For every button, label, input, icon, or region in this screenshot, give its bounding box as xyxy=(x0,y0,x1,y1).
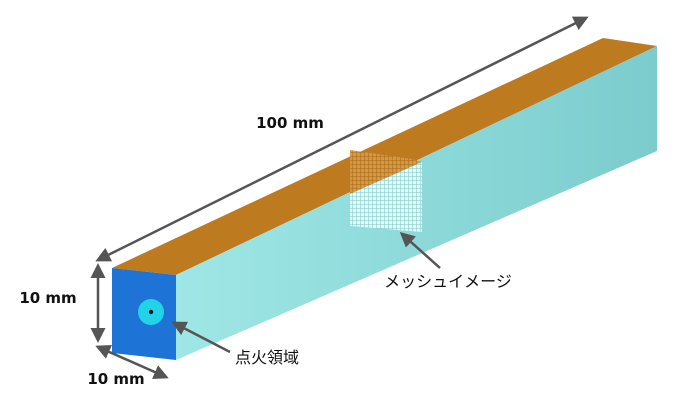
height-label: 10 mm xyxy=(19,289,76,307)
ignition-region-label: 点火領域 xyxy=(235,348,299,367)
ignition-region-center xyxy=(148,309,154,315)
length-label: 100 mm xyxy=(256,114,324,132)
mesh-image-label: メッシュイメージ xyxy=(384,272,512,291)
width-label: 10 mm xyxy=(87,370,144,388)
length-dimension-arrow xyxy=(95,16,589,262)
width-dimension-arrow xyxy=(95,344,169,380)
ignition-callout-arrow xyxy=(171,321,231,354)
mesh-callout-arrow xyxy=(399,231,441,269)
